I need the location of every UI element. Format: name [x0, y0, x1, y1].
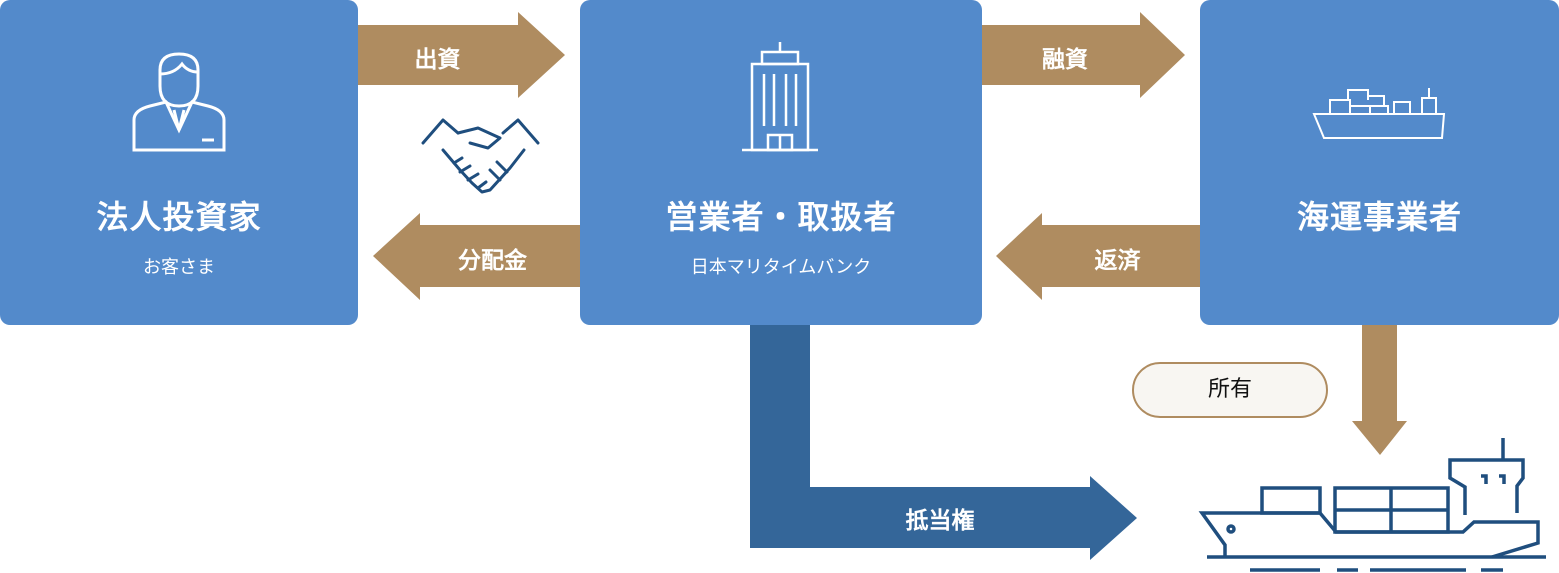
handshake-icon — [421, 118, 540, 194]
operator-node: 営業者・取扱者 日本マリタイムバンク — [580, 0, 982, 325]
distribution-label: 分配金 — [458, 248, 527, 274]
investment-label: 出資 — [414, 47, 461, 73]
ownership-arrow — [1352, 325, 1407, 455]
investor-node: 法人投資家 お客さま — [0, 0, 358, 325]
building-icon — [742, 42, 818, 152]
financing-arrow — [982, 12, 1185, 98]
container-ship-icon — [1312, 88, 1446, 139]
shipping-title: 海運事業者 — [1296, 198, 1462, 236]
mortgage-arrow — [750, 325, 1137, 560]
ownership-badge: 所有 — [1132, 362, 1328, 418]
investor-subtitle: お客さま — [143, 257, 215, 278]
ship-icon — [1198, 438, 1546, 572]
investment-arrow — [358, 12, 565, 98]
financing-label: 融資 — [1042, 47, 1088, 73]
operator-title: 営業者・取扱者 — [665, 198, 897, 236]
investor-title: 法人投資家 — [96, 198, 262, 236]
mortgage-label: 抵当権 — [905, 508, 975, 534]
shipping-node: 海運事業者 — [1200, 0, 1559, 325]
person-icon — [132, 52, 226, 152]
operator-subtitle: 日本マリタイムバンク — [690, 257, 872, 278]
repayment-label: 返済 — [1094, 248, 1141, 274]
repayment-arrow — [996, 213, 1200, 300]
distribution-arrow — [373, 213, 580, 300]
